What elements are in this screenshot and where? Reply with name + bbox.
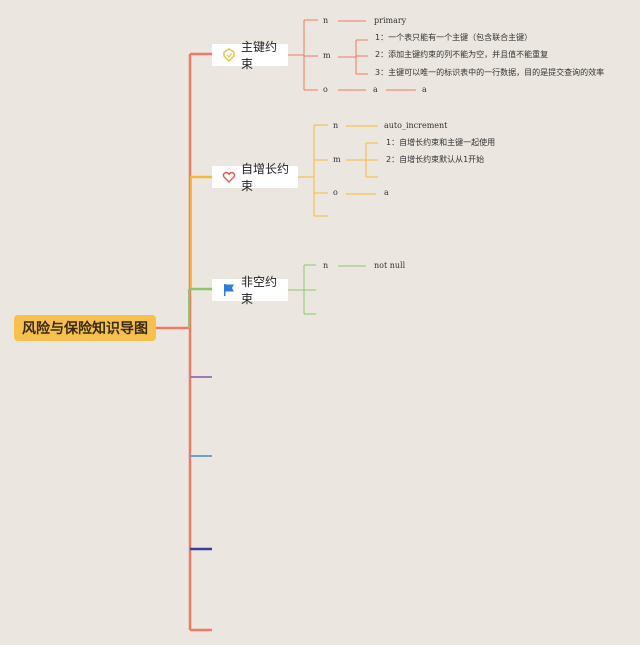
key-m: m: [333, 155, 341, 164]
list-item: 2：添加主键约束的列不能为空，并且值不能重复: [375, 50, 549, 59]
topic-primary-key[interactable]: 主键约束: [212, 40, 288, 71]
key-m: m: [323, 51, 331, 60]
key-o: o: [333, 188, 338, 197]
topic-not-null[interactable]: 非空约束: [212, 275, 288, 306]
topic3-subtree: [288, 264, 366, 315]
value-a: a: [422, 85, 427, 94]
badge-icon: [222, 48, 236, 62]
key-n: n: [323, 16, 329, 25]
root-topic[interactable]: 风险与保险知识导图: [14, 315, 156, 341]
key-n: n: [323, 261, 329, 270]
value-a: a: [384, 188, 389, 197]
list-item: 1：自增长约束和主键一起使用: [386, 138, 496, 147]
heart-icon: [222, 170, 236, 184]
topic-label: 非空约束: [241, 275, 278, 306]
topic-label: 主键约束: [241, 40, 278, 71]
topic-label: 自增长约束: [241, 162, 290, 193]
value-auto-increment: auto_increment: [384, 121, 448, 130]
topic2-subtree: [298, 124, 378, 217]
value-not-null: not null: [374, 261, 406, 270]
list-item: 3：主键可以唯一的标识表中的一行数据，目的是提交查询的效率: [375, 68, 605, 77]
value-a: a: [373, 85, 378, 94]
key-n: n: [333, 121, 339, 130]
topic-auto-increment[interactable]: 自增长约束: [212, 162, 298, 193]
topic1-subtree: [288, 19, 416, 91]
flag-icon: [222, 283, 236, 297]
value-primary: primary: [374, 16, 407, 25]
key-o: o: [323, 85, 328, 94]
list-item: 1：一个表只能有一个主键（包含联合主键）: [375, 33, 533, 42]
list-item: 2：自增长约束默认从1开始: [386, 155, 485, 164]
